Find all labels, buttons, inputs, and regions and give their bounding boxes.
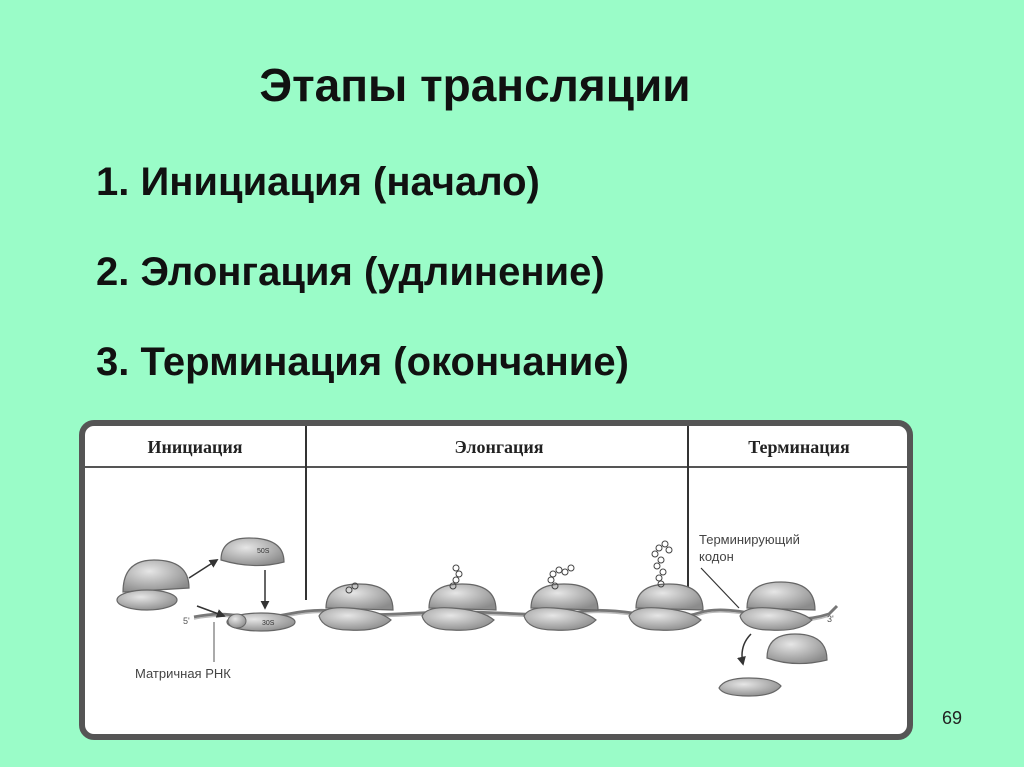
ribosome-small-subunit: 30S [226,612,296,632]
ribosome-free [116,559,190,611]
stop-codon-label-line2: кодон [699,549,734,564]
header-termination: Терминация [748,437,850,457]
released-large-subunit [766,633,828,665]
arrow-to-small [196,605,226,618]
ribosome-elongation-3 [523,564,599,631]
ribosome-elongation-1 [318,582,394,631]
slide-title: Этапы трансляции [259,59,691,111]
ribosome-elongation-4 [628,540,704,631]
mrna-5-end: 5' [183,616,190,626]
stage-initiation: 1. Инициация (начало) [96,160,540,204]
stage-termination: 3. Терминация (окончание) [96,340,629,384]
stage-elongation: 2. Элонгация (удлинение) [96,250,605,294]
subunit-small-label: 30S [262,620,275,627]
translation-diagram: Инициация Элонгация Терминация 5' 3' 50S… [79,420,913,740]
diagram-frame [79,420,913,740]
subunit-large-label: 50S [257,548,270,555]
release-arrow [737,633,752,666]
header-elongation: Элонгация [454,437,543,457]
stop-codon-label-line1: Терминирующий [699,532,800,547]
stop-codon-pointer [700,567,740,609]
ribosome-elongation-2 [421,564,497,631]
released-small-subunit [718,677,782,697]
ribosome-large-subunit: 50S [220,537,285,567]
page-number: 69 [942,708,963,728]
mrna-label: Матричная РНК [135,666,231,681]
header-initiation: Инициация [148,437,243,457]
mrna-strand [193,604,839,621]
mrna-3-end: 3' [827,614,834,624]
ribosome-termination [739,581,816,631]
arrow-to-large [188,559,219,579]
